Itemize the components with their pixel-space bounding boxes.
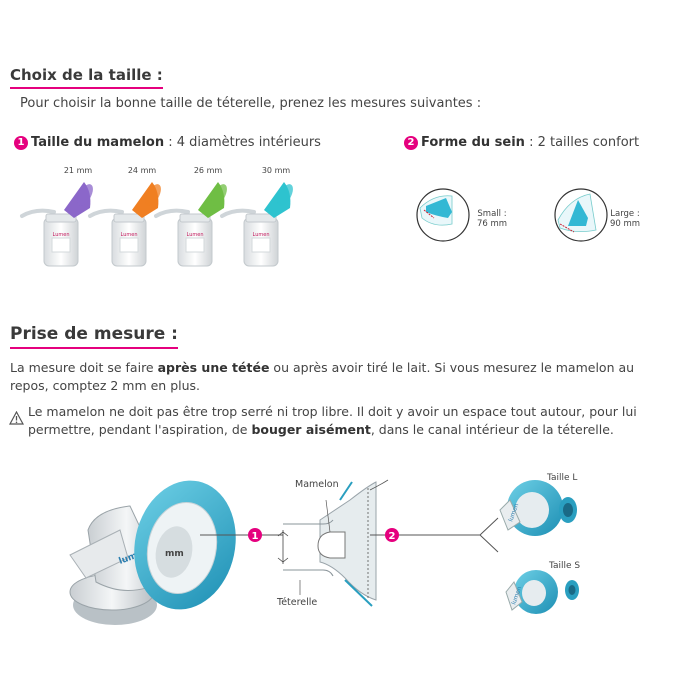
size-s-label: Taille S [548, 561, 580, 571]
large-size-label: Large :90 mm [609, 209, 641, 229]
item2-label: Forme du sein [421, 135, 525, 150]
section-title-measure: Prise de mesure : [10, 324, 178, 349]
item1-label: Taille du mamelon [31, 135, 165, 150]
breast-shape-large-icon [554, 188, 608, 242]
svg-text:Lumen: Lumen [53, 232, 70, 238]
pump-unit: Lumen [20, 182, 93, 267]
svg-text:1: 1 [252, 531, 259, 542]
cross-section-illustration [277, 479, 389, 607]
svg-text:Lumen: Lumen [121, 232, 138, 238]
measure-paragraph: La mesure doit se faire après une tétée … [10, 360, 635, 393]
number-badge-1 [248, 528, 262, 542]
device-mark-label: mm [165, 549, 184, 559]
number-badge-2 [385, 528, 399, 542]
size-label-26: 26 mm [193, 166, 223, 175]
pump-unit: Lumen [220, 182, 293, 267]
svg-text:Lumen: Lumen [187, 232, 204, 238]
pump-sizes-illustration: Lumen Lumen Lumen Lumen [20, 182, 293, 267]
breast-shape-small-icon [416, 188, 470, 242]
warning-icon [9, 411, 24, 425]
size-l-label: Taille L [546, 473, 577, 483]
size-label-21: 21 mm [63, 166, 93, 175]
size-l-illustration: lumen [499, 480, 577, 536]
measurement-diagram: lumen mm 1 Mamelon Téterelle 2 lumen Tai… [69, 473, 580, 625]
number-badge: 2 [404, 136, 418, 150]
item1-text: : 4 diamètres intérieurs [164, 135, 321, 150]
section-title-size: Choix de la taille : [10, 66, 163, 89]
warning-paragraph: Le mamelon ne doit pas être trop serré n… [28, 404, 637, 437]
mamelon-label: Mamelon [295, 479, 339, 490]
pump-unit: Lumen [88, 182, 161, 267]
size-label-30: 30 mm [261, 166, 291, 175]
teterelle-label: Téterelle [276, 597, 317, 608]
small-size-label: Small :76 mm [476, 209, 508, 229]
item2-text: : 2 tailles confort [524, 135, 640, 150]
svg-text:2: 2 [389, 531, 396, 542]
number-badge: 1 [14, 136, 28, 150]
intro-text: Pour choisir la bonne taille de téterell… [20, 96, 482, 111]
size-label-24: 24 mm [127, 166, 157, 175]
breast-pump-illustration: lumen mm [69, 480, 236, 625]
svg-text:Lumen: Lumen [253, 232, 270, 238]
pump-unit: Lumen [154, 182, 227, 267]
size-s-illustration: lumen [505, 570, 579, 614]
